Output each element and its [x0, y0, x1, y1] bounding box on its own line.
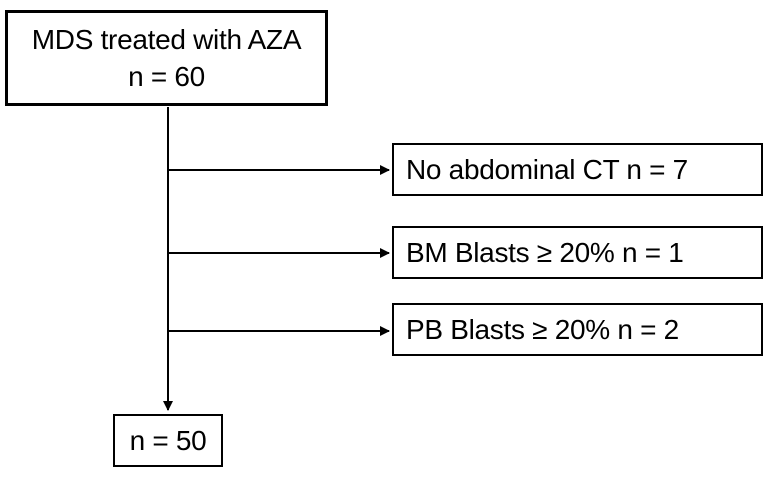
exclusion-label: No abdominal CT n = 7: [406, 153, 688, 185]
final-population-box: n = 50: [113, 414, 223, 467]
exclusion-box-bm-blasts: BM Blasts ≥ 20% n = 1: [392, 226, 763, 279]
exclusion-box-pb-blasts: PB Blasts ≥ 20% n = 2: [392, 303, 763, 356]
final-population-count: n = 50: [129, 424, 207, 456]
source-population-box: MDS treated with AZA n = 60: [5, 10, 328, 106]
exclusion-label: BM Blasts ≥ 20% n = 1: [406, 236, 684, 268]
source-population-count: n = 60: [128, 61, 205, 92]
exclusion-label: PB Blasts ≥ 20% n = 2: [406, 313, 679, 345]
source-population-label: MDS treated with AZA: [31, 24, 302, 55]
exclusion-box-no-abdominal-ct: No abdominal CT n = 7: [392, 143, 763, 196]
